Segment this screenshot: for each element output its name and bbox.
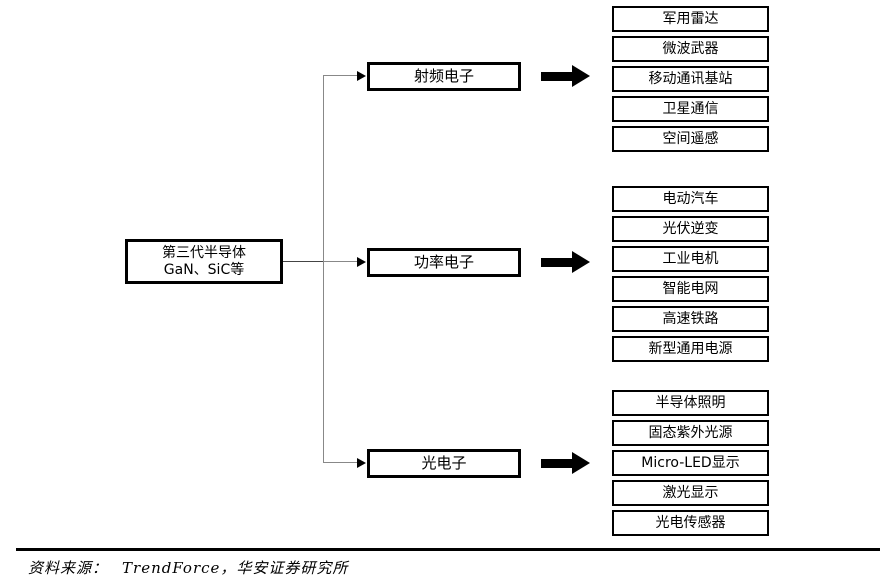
connector-branch-rf (323, 75, 357, 76)
connector-branch-power (323, 261, 357, 262)
app-node: 工业电机 (612, 246, 769, 272)
app-node: 智能电网 (612, 276, 769, 302)
app-node: 微波武器 (612, 36, 769, 62)
connector-branch-opto (323, 462, 357, 463)
block-arrow-icon (541, 452, 592, 474)
app-node: 空间遥感 (612, 126, 769, 152)
app-node: 卫星通信 (612, 96, 769, 122)
app-node: 光电传感器 (612, 510, 769, 536)
app-node: Micro-LED显示 (612, 450, 769, 476)
app-node: 高速铁路 (612, 306, 769, 332)
branch-node-opto: 光电子 (367, 449, 521, 478)
footer-divider (16, 548, 880, 551)
connector-trunk (323, 76, 324, 463)
app-node: 移动通讯基站 (612, 66, 769, 92)
app-node: 新型通用电源 (612, 336, 769, 362)
block-arrow-head (572, 452, 590, 474)
source-note-label: 资料来源： (28, 559, 109, 577)
app-node: 固态紫外光源 (612, 420, 769, 446)
root-node-label-line1: 第三代半导体 (162, 245, 246, 262)
root-node: 第三代半导体 GaN、SiC等 (125, 239, 283, 284)
arrowhead-icon (357, 458, 366, 468)
source-note-text: TrendForce，华安证券研究所 (122, 559, 349, 577)
app-node: 激光显示 (612, 480, 769, 506)
block-arrow-head (572, 251, 590, 273)
app-node: 光伏逆变 (612, 216, 769, 242)
block-arrow-shaft (541, 257, 572, 267)
branch-node-power: 功率电子 (367, 248, 521, 277)
app-node: 半导体照明 (612, 390, 769, 416)
app-node: 电动汽车 (612, 186, 769, 212)
arrowhead-icon (357, 71, 366, 81)
block-arrow-icon (541, 65, 592, 87)
source-note: 资料来源： TrendForce，华安证券研究所 (28, 557, 348, 578)
app-node: 军用雷达 (612, 6, 769, 32)
block-arrow-shaft (541, 458, 572, 468)
branch-node-rf: 射频电子 (367, 62, 521, 91)
block-arrow-icon (541, 251, 592, 273)
block-arrow-head (572, 65, 590, 87)
block-arrow-shaft (541, 71, 572, 81)
root-node-label-line2: GaN、SiC等 (163, 261, 245, 278)
connector-root-to-trunk (283, 261, 323, 262)
arrowhead-icon (357, 257, 366, 267)
